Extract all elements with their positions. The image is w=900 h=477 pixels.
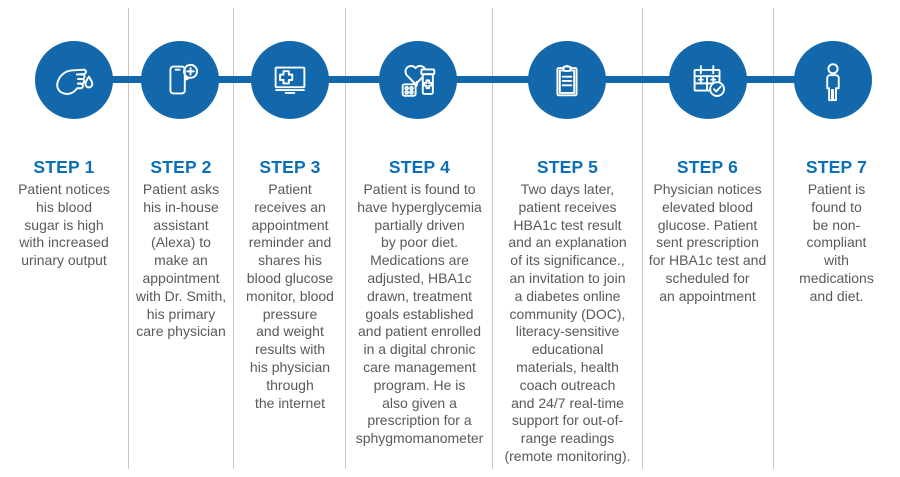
heart-medications-icon — [395, 57, 441, 103]
calendar-check-icon — [685, 57, 731, 103]
step-icon-circle — [669, 41, 747, 119]
step-icon-circle — [794, 41, 872, 119]
step-label: STEP 5 — [536, 157, 599, 177]
patient-person-icon — [810, 57, 856, 103]
column-divider — [492, 8, 493, 469]
step-text-block: STEP 4 Patient is found to have hypergly… — [346, 157, 493, 448]
column-divider — [233, 8, 234, 469]
step-description: Patient receives an appointment reminder… — [246, 181, 334, 411]
step-icon-circle — [251, 41, 329, 119]
step-description: Patient is found to have hyperglycemia p… — [355, 181, 484, 447]
step-description: Physician notices elevated blood glucose… — [648, 181, 767, 304]
computer-medical-cross-icon — [267, 57, 313, 103]
step-text-block: STEP 2 Patient asks his in-house assista… — [128, 157, 234, 341]
step-text-block: STEP 7 Patient is found to be non- compl… — [773, 157, 900, 306]
step-icon-circle — [141, 41, 219, 119]
blood-test-finger-icon — [51, 57, 97, 103]
step-label: STEP 1 — [33, 157, 95, 177]
step-description: Patient is found to be non- compliant wi… — [799, 181, 874, 304]
step-icon-circle — [379, 41, 457, 119]
step-label: STEP 4 — [388, 157, 451, 177]
column-divider — [128, 8, 129, 469]
clipboard-results-icon — [544, 57, 590, 103]
step-text-block: STEP 6 Physician notices elevated blood … — [642, 157, 773, 306]
step-description: Two days later, patient receives HBA1c t… — [504, 181, 631, 464]
step-text-block: STEP 5 Two days later, patient receives … — [493, 157, 642, 466]
step-icon-circle — [35, 41, 113, 119]
column-divider — [773, 8, 774, 469]
step-label: STEP 2 — [150, 157, 212, 177]
step-text-block: STEP 1 Patient notices his blood sugar i… — [0, 157, 128, 270]
step-text-block: STEP 3 Patient receives an appointment r… — [234, 157, 346, 412]
step-label: STEP 7 — [805, 157, 868, 177]
step-label: STEP 6 — [676, 157, 739, 177]
step-description: Patient notices his blood sugar is high … — [18, 181, 110, 269]
smartphone-voice-assistant-icon — [157, 57, 203, 103]
step-icon-circle — [528, 41, 606, 119]
step-description: Patient asks his in-house assistant (Ale… — [135, 181, 227, 340]
step-label: STEP 3 — [259, 157, 321, 177]
column-divider — [345, 8, 346, 469]
column-divider — [642, 8, 643, 469]
